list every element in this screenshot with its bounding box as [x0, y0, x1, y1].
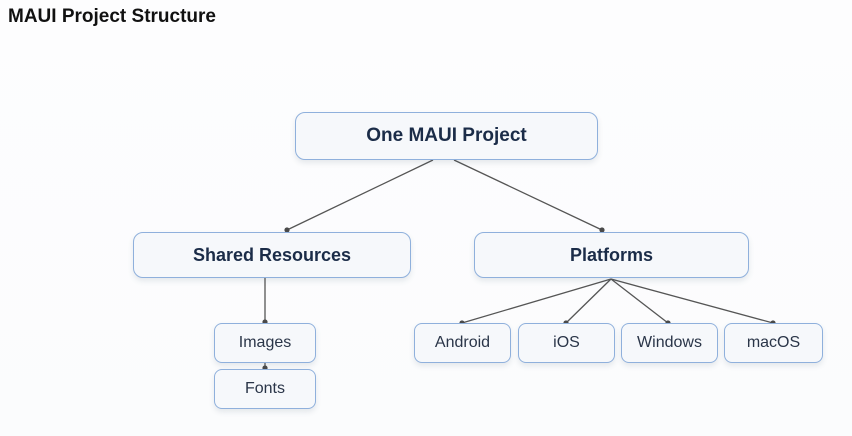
page-title: MAUI Project Structure — [8, 6, 216, 27]
node-fonts-label: Fonts — [244, 380, 285, 397]
connector-platforms-android — [461, 278, 612, 324]
connector-platforms-ios — [565, 278, 612, 324]
node-fonts: Fonts — [214, 369, 316, 409]
connector-platforms-windows — [610, 278, 669, 324]
node-ios: iOS — [518, 323, 615, 363]
node-shared-resources: Shared Resources — [133, 232, 411, 278]
node-macos: macOS — [724, 323, 823, 363]
node-ios-label: iOS — [553, 334, 580, 351]
node-windows-label: Windows — [637, 334, 702, 351]
node-shared-resources-label: Shared Resources — [192, 244, 352, 265]
connector-root-platforms — [453, 159, 603, 231]
node-root-label: One MAUI Project — [366, 125, 527, 146]
connector-dot — [284, 227, 290, 233]
connector-platforms-macos — [610, 278, 774, 324]
node-images: Images — [214, 323, 316, 363]
node-windows: Windows — [621, 323, 718, 363]
node-android: Android — [414, 323, 511, 363]
connector-dot — [599, 227, 605, 233]
node-macos-label: macOS — [746, 334, 801, 351]
node-root: One MAUI Project — [295, 112, 598, 160]
node-platforms-label: Platforms — [569, 244, 654, 265]
node-platforms: Platforms — [474, 232, 749, 278]
node-android-label: Android — [434, 334, 491, 351]
node-images-label: Images — [238, 334, 292, 351]
connector-root-shared — [286, 159, 434, 231]
